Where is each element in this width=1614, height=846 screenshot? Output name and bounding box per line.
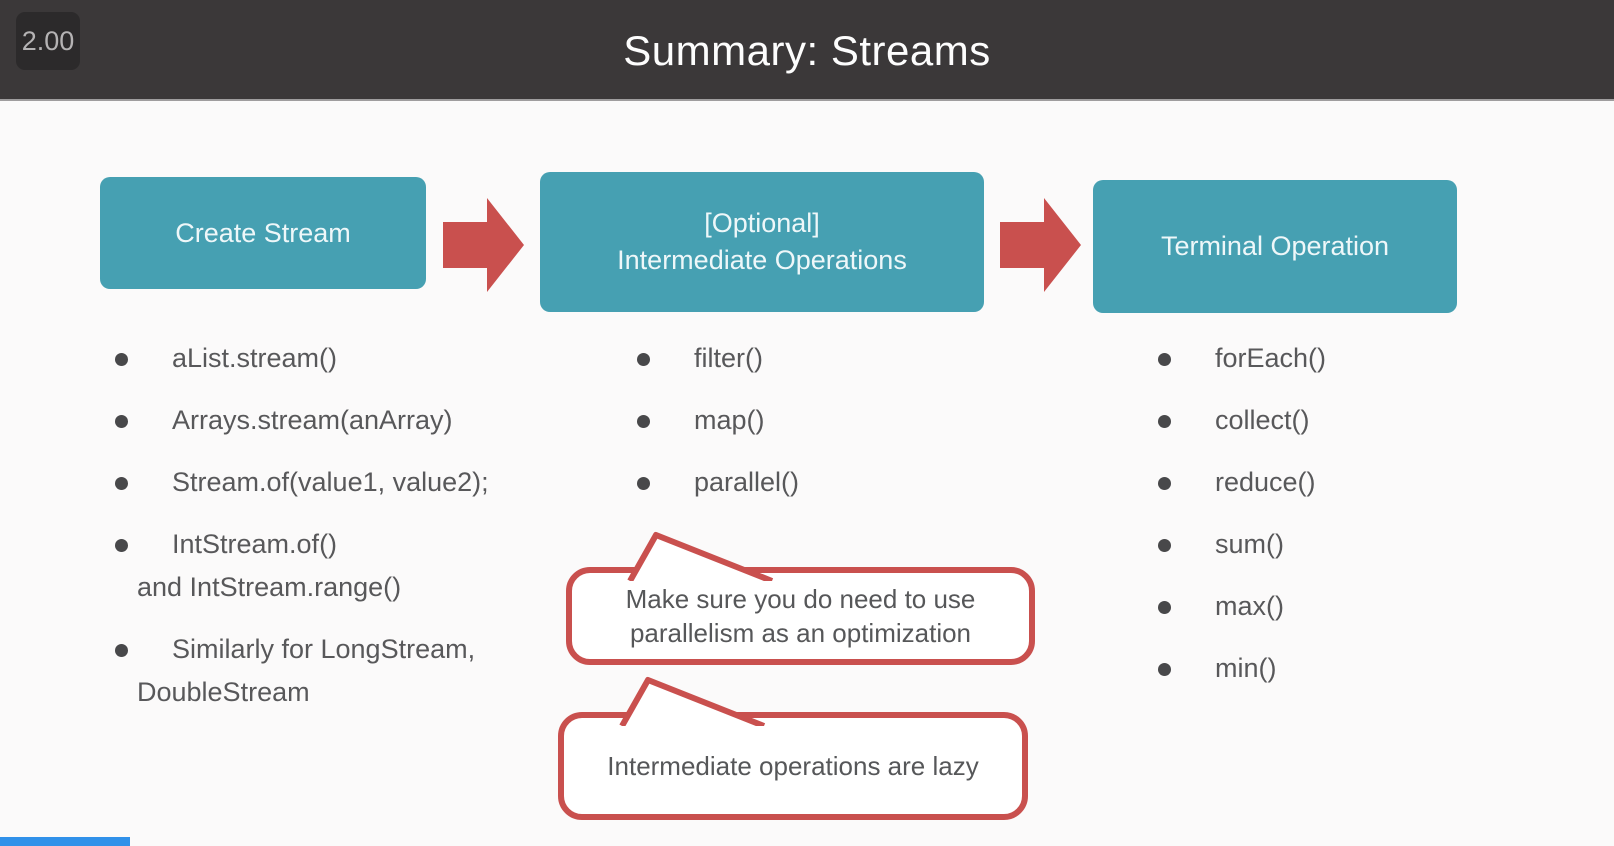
flow-box-intermediate-operations: [Optional] Intermediate Operations	[540, 172, 984, 312]
list-item-text: sum()	[1215, 529, 1284, 559]
list-item-text: forEach()	[1215, 343, 1327, 373]
bullet-icon	[115, 477, 128, 490]
bullet-icon	[1158, 663, 1171, 676]
list-item: sum()	[1158, 523, 1488, 566]
video-progress-track[interactable]	[0, 837, 1614, 846]
list-item-text: Arrays.stream(anArray)	[172, 405, 453, 435]
bullet-icon	[1158, 601, 1171, 614]
bullet-list-intermediate-operations: filter() map() parallel()	[637, 337, 967, 523]
bullet-icon	[1158, 477, 1171, 490]
list-item-continuation: DoubleStream	[137, 677, 310, 707]
bullet-icon	[115, 539, 128, 552]
list-item-text: map()	[694, 405, 765, 435]
callout-text: parallelism as an optimization	[629, 618, 972, 648]
callout-tail-icon	[616, 674, 768, 726]
bullet-icon	[637, 353, 650, 366]
flow-box-terminal-operation: Terminal Operation	[1093, 180, 1457, 313]
bullet-icon	[637, 477, 650, 490]
bullet-icon	[115, 353, 128, 366]
callout-parallelism-warning: Make sure you do need to use parallelism…	[566, 532, 1035, 665]
arrow-right-icon	[1000, 198, 1081, 292]
list-item-text: Similarly for LongStream,	[172, 634, 476, 664]
callout-text: Intermediate operations are lazy	[607, 751, 979, 781]
list-item: reduce()	[1158, 461, 1488, 504]
list-item-text: filter()	[694, 343, 763, 373]
player-header-bar: Summary: Streams 2.00	[0, 0, 1614, 101]
list-item-text: IntStream.of()	[172, 529, 338, 559]
bullet-icon	[1158, 415, 1171, 428]
list-item: Stream.of(value1, value2);	[115, 461, 565, 504]
bullet-list-terminal-operations: forEach() collect() reduce() sum() max()…	[1158, 337, 1488, 709]
bullet-icon	[115, 415, 128, 428]
list-item: Similarly for LongStream, DoubleStream	[115, 628, 565, 714]
list-item-text: min()	[1215, 653, 1277, 683]
flow-box-label: Terminal Operation	[1160, 231, 1390, 261]
list-item-text: Stream.of(value1, value2);	[172, 467, 489, 497]
list-item-text: reduce()	[1215, 467, 1316, 497]
list-item-continuation: and IntStream.range()	[137, 572, 402, 602]
video-progress-bar[interactable]	[0, 837, 130, 846]
arrow-right-icon	[443, 198, 524, 292]
list-item-text: collect()	[1215, 405, 1310, 435]
flow-box-label: Create Stream	[175, 217, 351, 248]
callout-text: Make sure you do need to use	[625, 584, 976, 614]
flow-box-create-stream: Create Stream	[100, 177, 426, 289]
bullet-icon	[1158, 539, 1171, 552]
bullet-icon	[115, 644, 128, 657]
list-item: IntStream.of() and IntStream.range()	[115, 523, 565, 609]
list-item-text: parallel()	[694, 467, 800, 497]
bullet-icon	[637, 415, 650, 428]
list-item: aList.stream()	[115, 337, 565, 380]
flow-box-label: [Optional]	[704, 208, 820, 238]
list-item: Arrays.stream(anArray)	[115, 399, 565, 442]
list-item: min()	[1158, 647, 1488, 690]
list-item: max()	[1158, 585, 1488, 628]
slide-title: Summary: Streams	[623, 26, 991, 74]
list-item-text: aList.stream()	[172, 343, 338, 373]
list-item: parallel()	[637, 461, 967, 504]
bullet-list-create-stream: aList.stream() Arrays.stream(anArray) St…	[115, 337, 565, 733]
list-item: map()	[637, 399, 967, 442]
callout-tail-icon	[624, 529, 776, 581]
list-item: forEach()	[1158, 337, 1488, 380]
bullet-icon	[1158, 353, 1171, 366]
list-item: filter()	[637, 337, 967, 380]
playback-speed-button[interactable]: 2.00	[16, 12, 80, 70]
list-item-text: max()	[1215, 591, 1284, 621]
callout-lazy-operations: Intermediate operations are lazy	[558, 677, 1028, 820]
list-item: collect()	[1158, 399, 1488, 442]
flow-box-label: Intermediate Operations	[617, 245, 907, 275]
